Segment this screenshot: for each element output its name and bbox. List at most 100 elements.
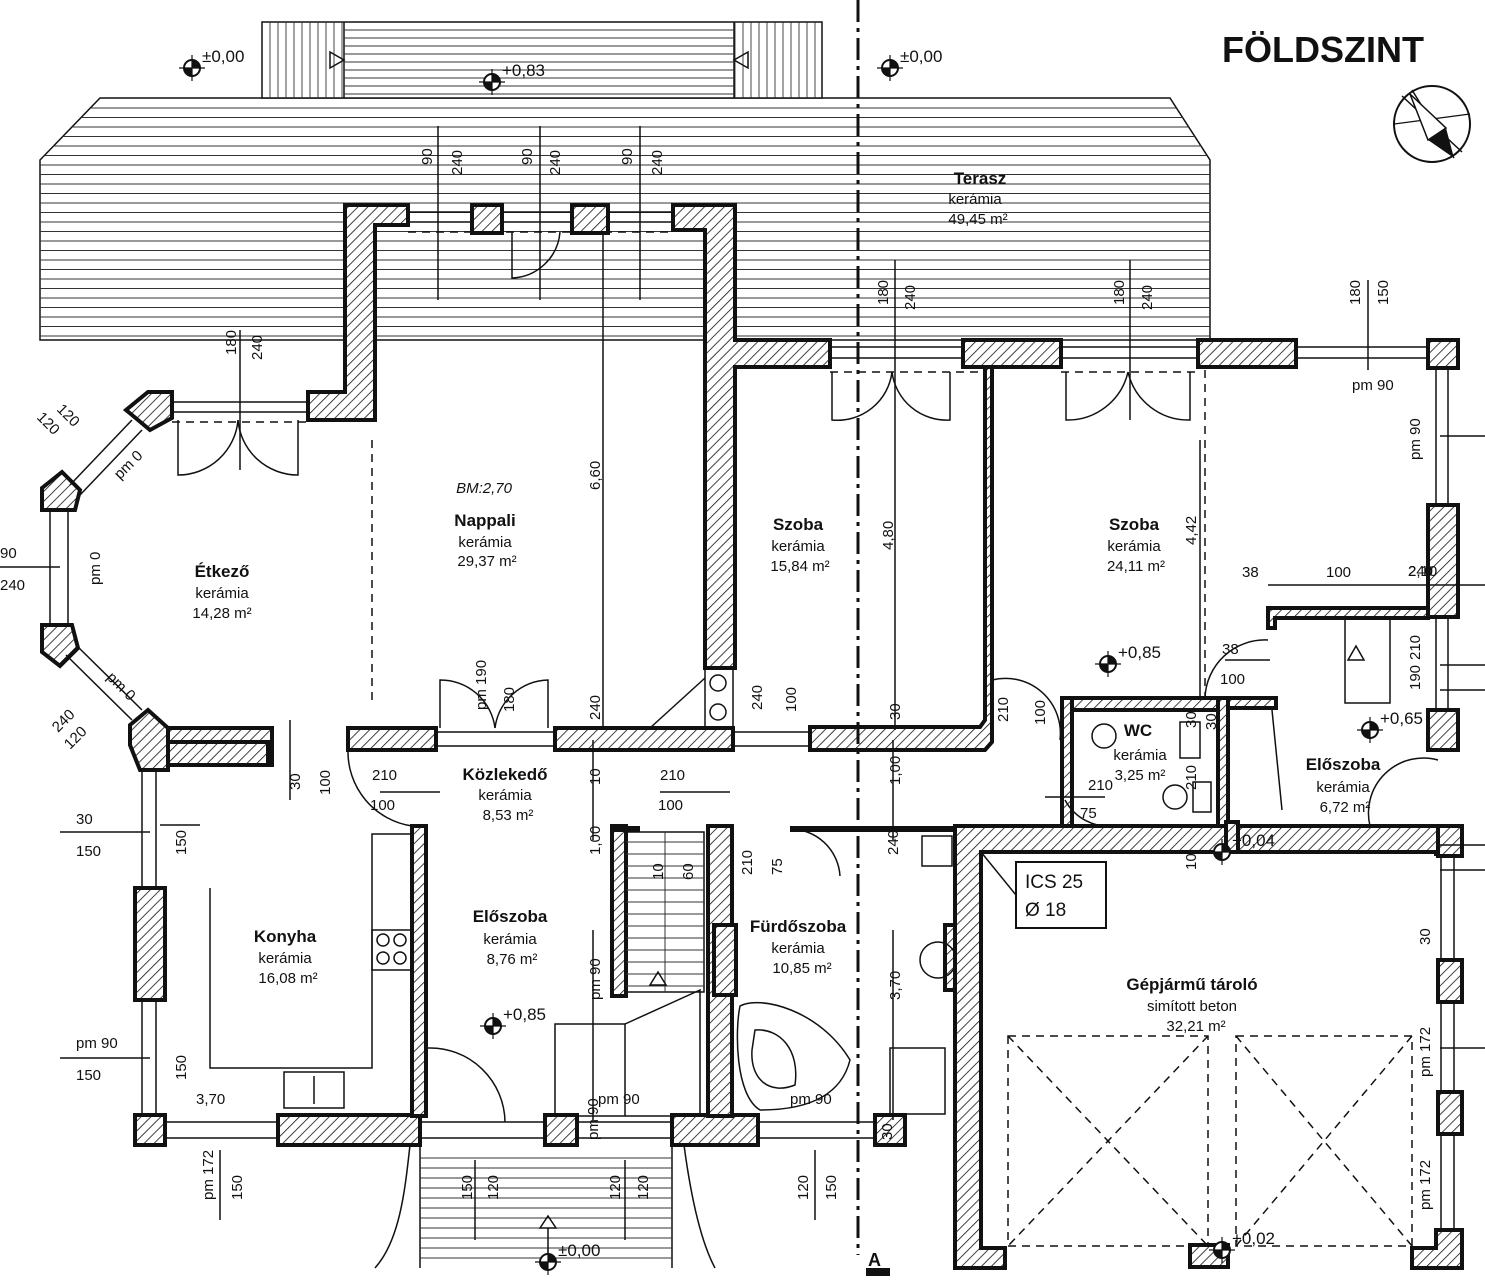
level-marker: ±0,00	[877, 47, 942, 81]
dimension-label: 75	[1080, 805, 1097, 822]
level-marker: +0,83	[479, 61, 545, 95]
dimension-label: 210	[995, 697, 1012, 722]
level-markers: ±0,00+0,83±0,00+0,85+0,65+0,04+0,85+0,02…	[179, 47, 1423, 1275]
room-etkezo-finish: kerámia	[195, 585, 249, 602]
room-labels: Terasz kerámia 49,45 m² Étkező kerámia 1…	[192, 169, 1380, 1035]
dimension-label: pm 90	[598, 1091, 640, 1108]
dimension-label: pm 172	[1417, 1160, 1434, 1210]
dimension-label: 10	[650, 863, 667, 880]
dimension-label: 4,80	[880, 521, 897, 550]
room-furdoszoba-area: 10,85 m²	[772, 960, 831, 977]
dimension-label: 2,10	[1408, 563, 1437, 580]
dimension-label: 180	[501, 687, 518, 712]
interior-stair	[554, 617, 1391, 1117]
dimension-label: pm 90	[585, 1098, 602, 1140]
room-wc-finish: kerámia	[1113, 747, 1167, 764]
room-szoba2-finish: kerámia	[1107, 538, 1161, 555]
room-eloszoba-e-area: 6,72 m²	[1320, 799, 1371, 816]
dimension-label: 100	[1220, 671, 1245, 688]
dimension-label: 75	[769, 858, 786, 875]
dimension-label: 150	[76, 1067, 101, 1084]
room-eloszoba-w-name: Előszoba	[473, 907, 548, 926]
dimension-lines	[0, 126, 1485, 1240]
boiler-box: ICS 25 Ø 18	[1015, 861, 1107, 929]
section-axis-marker	[866, 1268, 890, 1276]
dimension-label: 90	[0, 545, 17, 562]
dimension-label: pm 90	[1407, 418, 1424, 460]
dimension-label: pm 90	[587, 958, 604, 1000]
dimension-label: 150	[229, 1175, 246, 1200]
room-nappali-name: Nappali	[454, 511, 515, 530]
dimension-label: 120	[485, 1175, 502, 1200]
room-furdoszoba-name: Fürdőszoba	[750, 917, 847, 936]
dimension-label: pm 172	[1417, 1027, 1434, 1077]
level-value: ±0,00	[900, 47, 942, 66]
dimension-label: 100	[658, 797, 683, 814]
room-szoba1-finish: kerámia	[771, 538, 825, 555]
dimension-label: 240	[649, 150, 666, 175]
level-value: +0,83	[502, 61, 545, 80]
dimension-label: 90	[419, 148, 436, 165]
level-value: +0,02	[1232, 1229, 1275, 1248]
dimension-label: 100	[370, 797, 395, 814]
dimension-label: 240	[885, 830, 902, 855]
dimension-label: 150	[823, 1175, 840, 1200]
room-wc-name: WC	[1124, 721, 1152, 740]
sanitary-fixtures	[649, 667, 1212, 1115]
dimension-label: 240	[249, 335, 266, 360]
dimension-label: 150	[173, 1055, 190, 1080]
dimension-label: 10	[1183, 853, 1200, 870]
room-szoba2-name: Szoba	[1109, 515, 1160, 534]
dimension-label: 60	[680, 863, 697, 880]
dimension-label: 180	[875, 280, 892, 305]
dimension-label: pm 0	[103, 669, 139, 705]
level-marker: ±0,00	[179, 47, 244, 81]
dimension-label: 150	[1375, 280, 1392, 305]
dimension-label: 210	[1407, 635, 1424, 660]
dimension-label: 10	[587, 768, 604, 785]
dimension-label: pm 190	[473, 660, 490, 710]
dimension-label: 120	[795, 1175, 812, 1200]
garage-parking	[980, 851, 1413, 1247]
room-nappali-note: BM:2,70	[456, 480, 513, 497]
dimension-label: 240	[1408, 563, 1433, 580]
dimension-label: 90	[519, 148, 536, 165]
dimension-label: 240	[547, 150, 564, 175]
dimension-label: 38	[1222, 641, 1239, 658]
room-etkezo-name: Étkező	[195, 562, 250, 581]
room-eloszoba-e-finish: kerámia	[1316, 779, 1370, 796]
dimension-label: 100	[783, 687, 800, 712]
dimension-label: 180	[223, 330, 240, 355]
dimension-label: 30	[1183, 711, 1200, 728]
level-marker: ±0,00	[535, 1241, 600, 1275]
room-konyha-name: Konyha	[254, 927, 317, 946]
dimension-label: 100	[317, 770, 334, 795]
room-nappali-area: 29,37 m²	[457, 553, 516, 570]
kitchen-fixtures	[209, 833, 413, 1109]
dimension-label: 30	[887, 703, 904, 720]
dimension-label: 240	[749, 685, 766, 710]
dimension-label: 240	[587, 695, 604, 720]
room-kozlekedo-finish: kerámia	[478, 787, 532, 804]
level-marker: +0,02	[1209, 1229, 1275, 1263]
level-marker: +0,85	[1095, 643, 1161, 677]
room-kozlekedo-name: Közlekedő	[462, 765, 547, 784]
room-kozlekedo-area: 8,53 m²	[483, 807, 534, 824]
level-value: +0,65	[1380, 709, 1423, 728]
dimension-label: pm 172	[200, 1150, 217, 1200]
dimension-label: pm 90	[1352, 377, 1394, 394]
dimension-label: 6,60	[587, 461, 604, 490]
dimension-label: 30	[879, 1123, 896, 1140]
dimension-label: 210	[660, 767, 685, 784]
section-axis-label: A	[868, 1250, 881, 1270]
room-szoba2-area: 24,11 m²	[1107, 558, 1165, 575]
room-garazs-area: 32,21 m²	[1166, 1018, 1225, 1035]
dimension-label: pm 90	[76, 1035, 118, 1052]
dimension-label: pm 0	[111, 447, 147, 483]
room-szoba1-area: 15,84 m²	[770, 558, 829, 575]
room-garazs-name: Gépjármű tároló	[1126, 975, 1257, 994]
level-value: +0,04	[1232, 831, 1275, 850]
room-nappali-finish: kerámia	[458, 534, 512, 551]
